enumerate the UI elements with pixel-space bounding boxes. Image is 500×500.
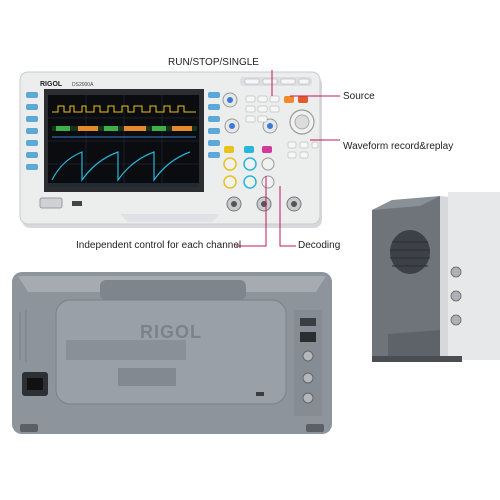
callout-run-stop-single: RUN/STOP/SINGLE (168, 57, 259, 68)
callout-source: Source (343, 91, 375, 102)
callout-waveform-record-replay: Waveform record&replay (343, 141, 454, 152)
brand-logo-front: RIGOL (40, 81, 63, 88)
callout-independent-control: Independent control for each channel (76, 240, 242, 251)
brand-logo-rear: RIGOL (140, 322, 202, 342)
model-label-front: DS2000A (72, 82, 94, 88)
callout-decoding: Decoding (298, 240, 341, 251)
